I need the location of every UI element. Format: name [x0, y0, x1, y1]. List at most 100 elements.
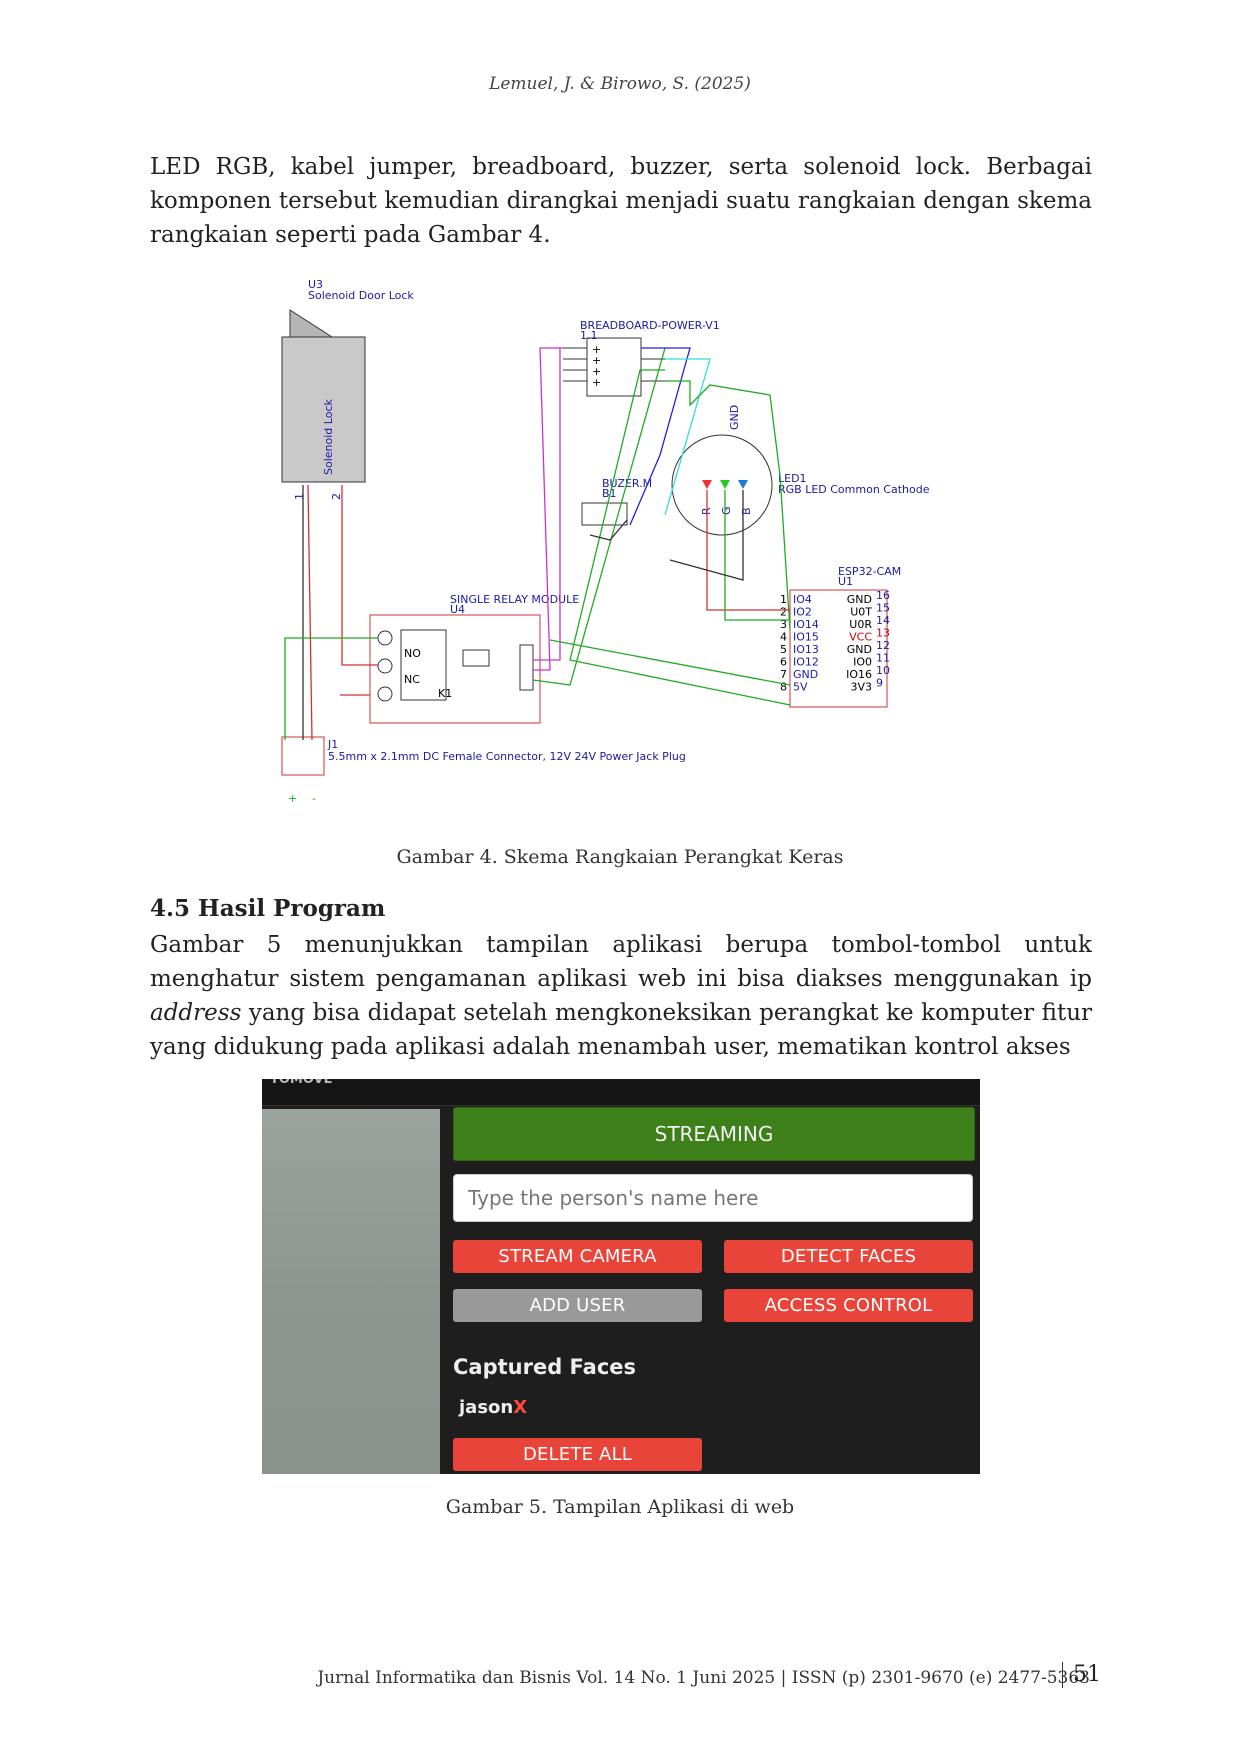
u3-label: U3	[308, 278, 323, 291]
esp-right-pin-5: GND	[847, 643, 872, 656]
u3-name: Solenoid Door Lock	[308, 289, 414, 302]
relay-module	[369, 614, 541, 724]
esp-left-pin-8: 5V	[793, 681, 808, 694]
esp-label: ESP32-CAM	[838, 565, 901, 578]
hardware-schematic: Solenoid Lock U3 Solenoid Door Lock 1 2 …	[281, 278, 930, 805]
streaming-status-bar: STREAMING	[453, 1107, 975, 1161]
para2-text-before: Gambar 5 menunjukkan tampilan aplikasi b…	[150, 932, 1092, 992]
esp-left-pin-3: IO14	[793, 618, 819, 631]
paragraph-program-result: Gambar 5 menunjukkan tampilan aplikasi b…	[150, 928, 1092, 1064]
relay-ref: U4	[450, 603, 465, 616]
face-name: jason	[459, 1397, 514, 1418]
detect-faces-button[interactable]: DETECT FACES	[724, 1240, 973, 1273]
esp-right-pin-6: IO0	[853, 656, 872, 669]
esp-right-pin-3: U0R	[849, 618, 872, 631]
stream-camera-button[interactable]: STREAM CAMERA	[453, 1240, 702, 1273]
led-name: RGB LED Common Cathode	[778, 483, 930, 496]
captured-face-item: jasonX	[459, 1397, 527, 1418]
relay-no: NO	[404, 647, 421, 660]
esp-right-pin-num-8: 9	[876, 677, 883, 690]
esp-left-pin-num-8: 8	[780, 681, 787, 694]
paragraph-components: LED RGB, kabel jumper, breadboard, buzze…	[150, 154, 1092, 248]
jack-plus: +	[288, 792, 297, 805]
web-app-screenshot: TOMOVE STREAMING STREAM CAMERA DETECT FA…	[262, 1079, 980, 1474]
app-topbar: TOMOVE	[262, 1079, 980, 1106]
relay-nc: NC	[404, 673, 420, 686]
esp-right-pin-8: 3V3	[850, 681, 872, 694]
esp-left-pin-2: IO2	[793, 606, 812, 619]
wires	[284, 347, 791, 741]
esp-left-pin-5: IO13	[793, 643, 819, 656]
solenoid-cap	[289, 309, 334, 338]
delete-face-icon[interactable]: X	[513, 1397, 528, 1418]
esp-right-pin-num-4: 13	[876, 627, 890, 640]
solenoid-pin1: 1	[293, 493, 306, 500]
captured-faces-title: Captured Faces	[453, 1355, 637, 1379]
esp-right-pin-num-3: 14	[876, 614, 890, 627]
led-green-icon	[720, 480, 730, 489]
esp-right-pin-num-6: 11	[876, 652, 890, 665]
relay-k1: K1	[438, 687, 452, 700]
j1-name: 5.5mm x 2.1mm DC Female Connector, 12V 2…	[328, 750, 686, 763]
esp-left-pin-6: IO12	[793, 656, 819, 669]
esp-left-pin-7: GND	[793, 668, 818, 681]
buzzer-ref: B1	[602, 487, 617, 500]
led-ref: LED1	[778, 472, 807, 485]
relay-label: SINGLE RELAY MODULE	[450, 593, 579, 606]
esp-right-pin-4: VCC	[849, 631, 872, 644]
esp-left-pin-num-5: 5	[780, 643, 787, 656]
page-number: 51	[1062, 1662, 1101, 1688]
esp-left-pin-num-6: 6	[780, 656, 787, 669]
esp-right-pin-num-1: 16	[876, 589, 890, 602]
rgb-led-body	[671, 434, 773, 536]
led-g-label: G	[720, 506, 733, 515]
esp-left-pin-num-7: 7	[780, 668, 787, 681]
breadboard-power-module	[586, 337, 642, 397]
running-header: Lemuel, J. & Birowo, S. (2025)	[489, 74, 751, 94]
breadboard-label: BREADBOARD-POWER-V1	[580, 319, 720, 332]
esp-right-pin-num-5: 12	[876, 639, 890, 652]
camera-stream-view	[262, 1109, 440, 1474]
esp-right-pin-num-2: 15	[876, 602, 890, 615]
buzzer-body	[581, 502, 628, 526]
bb-plus-1: +	[592, 343, 601, 356]
dc-jack	[281, 736, 325, 776]
esp-left-pin-num-2: 2	[780, 606, 787, 619]
section-title: 4.5 Hasil Program	[150, 895, 386, 922]
esp-right-pin-num-7: 10	[876, 664, 890, 677]
figure4-caption: Gambar 4. Skema Rangkaian Perangkat Kera…	[396, 846, 844, 868]
para2-text-after: yang bisa didapat setelah mengkoneksikan…	[150, 1000, 1092, 1060]
esp-left-pin-num-3: 3	[780, 618, 787, 631]
access-control-button[interactable]: ACCESS CONTROL	[724, 1289, 973, 1322]
led-red-icon	[702, 480, 712, 489]
figure5-caption: Gambar 5. Tampilan Aplikasi di web	[445, 1496, 795, 1518]
solenoid-pin2: 2	[330, 493, 343, 500]
breadboard-ref: 1.1	[580, 329, 598, 342]
bb-plus-3: +	[592, 365, 601, 378]
esp32-cam-board	[789, 589, 888, 708]
esp-left-pin-4: IO15	[793, 631, 819, 644]
led-blue-icon	[738, 480, 748, 489]
delete-all-button[interactable]: DELETE ALL	[453, 1438, 702, 1471]
led-gnd-label: GND	[728, 405, 741, 430]
app-topbar-text: TOMOVE	[270, 1079, 333, 1087]
esp-right-pin-1: GND	[847, 593, 872, 606]
bb-plus-2: +	[592, 354, 601, 367]
j1-ref: J1	[327, 738, 338, 751]
solenoid-body	[281, 336, 366, 483]
led-b-label: B	[740, 507, 753, 515]
esp-right-pin-2: U0T	[850, 606, 872, 619]
esp-ref: U1	[838, 575, 853, 588]
solenoid-label: Solenoid Lock	[322, 399, 335, 475]
para2-italic: address	[150, 1000, 242, 1026]
journal-footer: Jurnal Informatika dan Bisnis Vol. 14 No…	[317, 1668, 1090, 1688]
esp-left-pin-num-1: 1	[780, 593, 787, 606]
jack-minus: -	[312, 792, 316, 805]
bb-plus-4: +	[592, 376, 601, 389]
esp-left-pin-num-4: 4	[780, 631, 787, 644]
esp-left-pin-1: IO4	[793, 593, 812, 606]
person-name-input[interactable]	[453, 1174, 973, 1222]
esp-right-pin-7: IO16	[846, 668, 872, 681]
add-user-button[interactable]: ADD USER	[453, 1289, 702, 1322]
